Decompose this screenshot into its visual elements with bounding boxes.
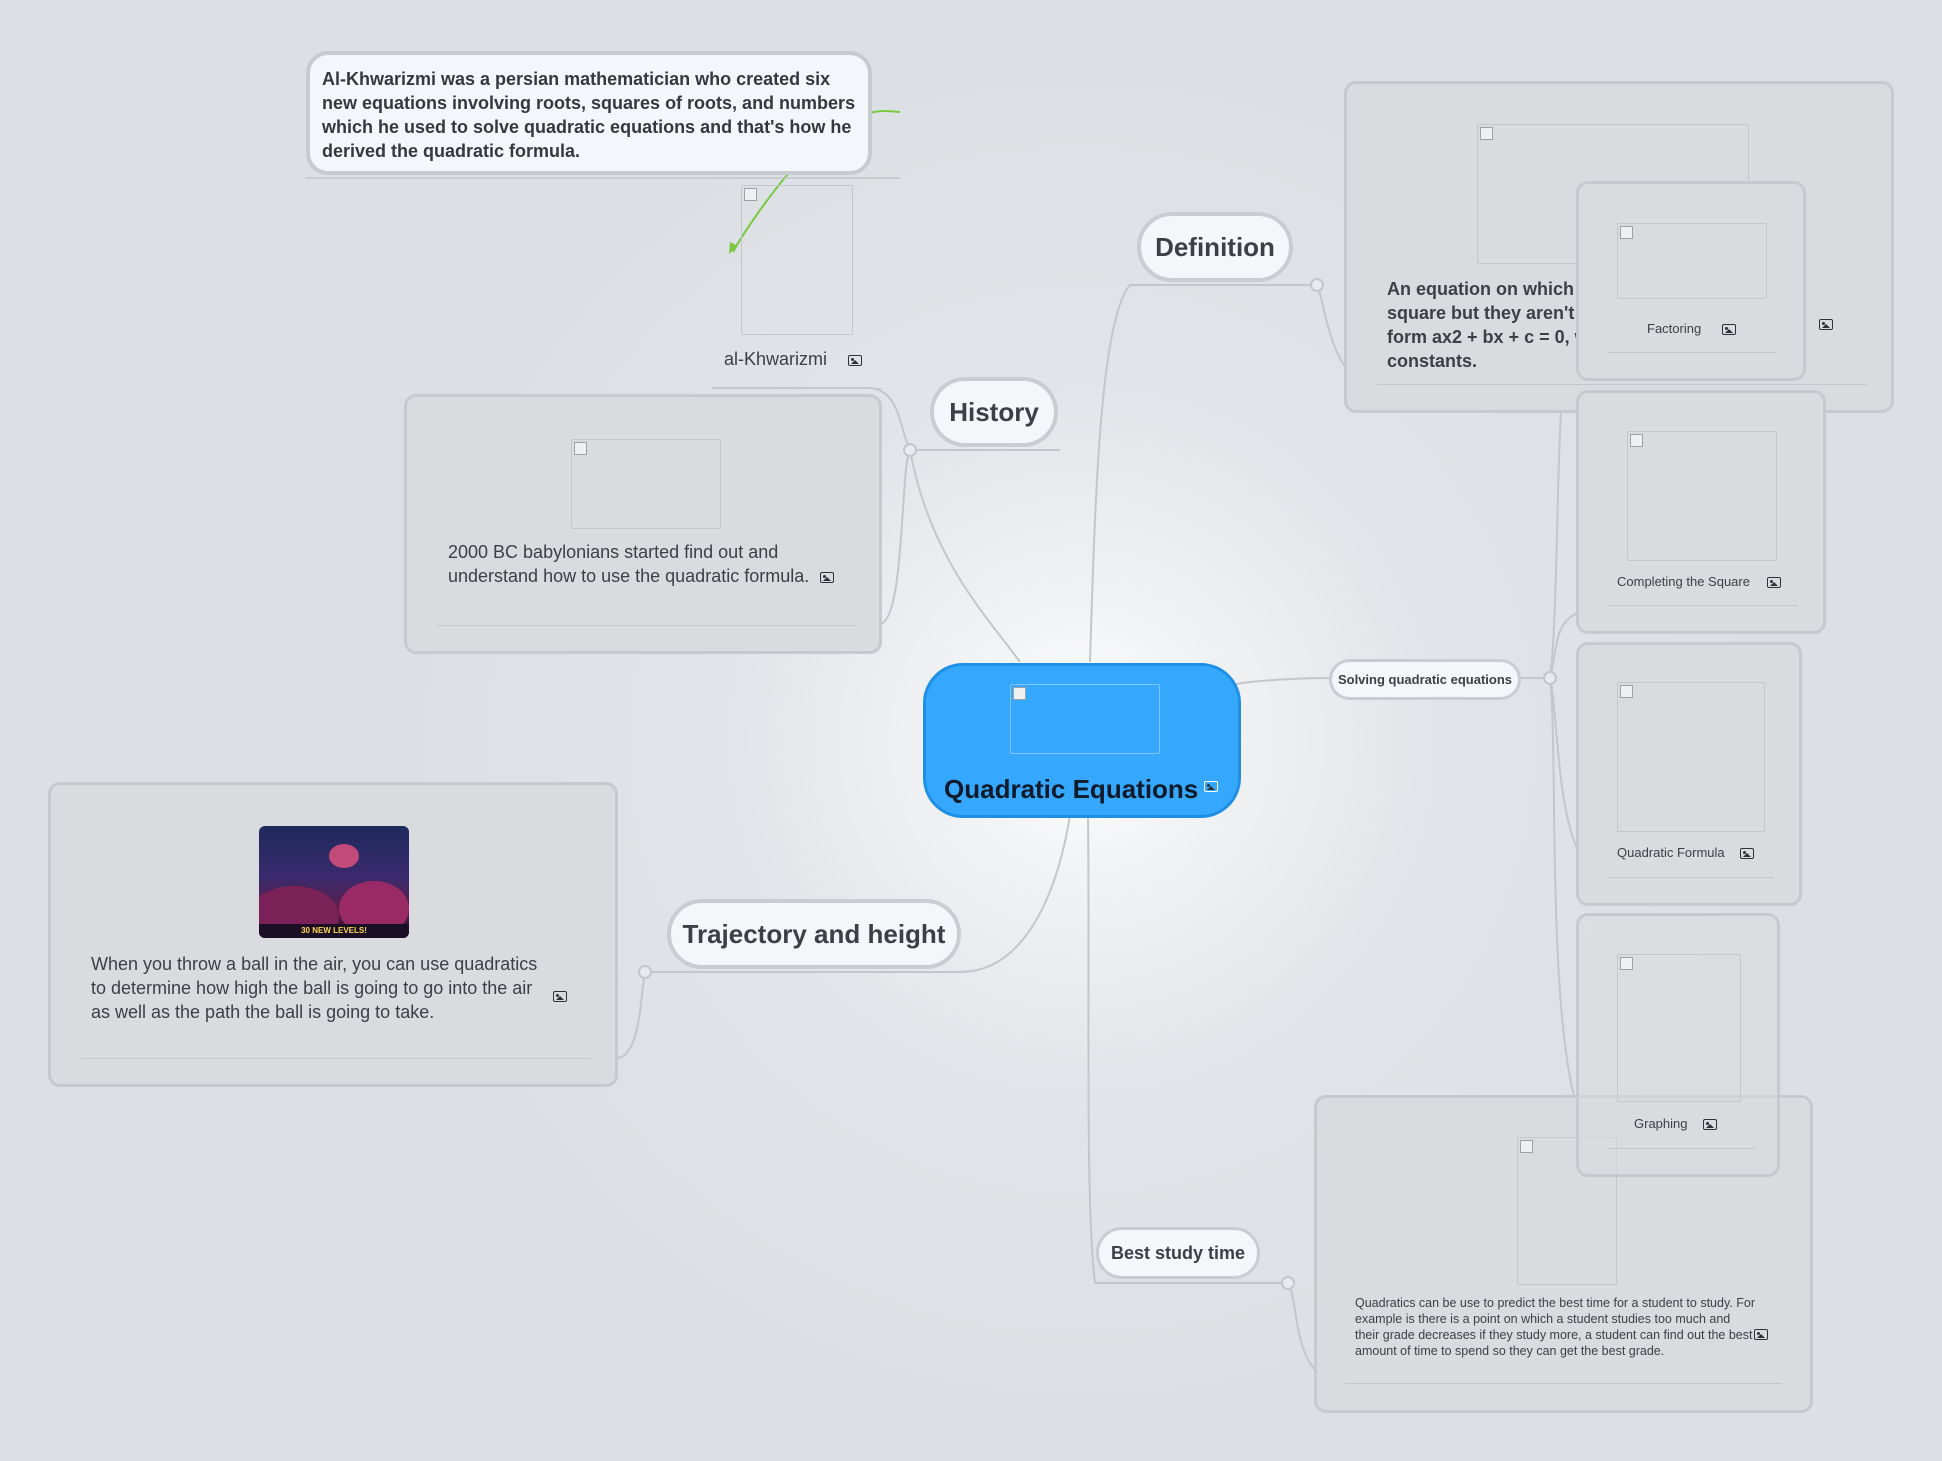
topic-solving[interactable]: Solving quadratic equations: [1329, 659, 1521, 700]
underline: [1607, 605, 1797, 606]
trajectory-text: When you throw a ball in the air, you ca…: [91, 954, 538, 1022]
topic-history[interactable]: History: [930, 377, 1058, 447]
topic-trajectory[interactable]: Trajectory and height: [667, 899, 961, 969]
method-label: Graphing: [1634, 1116, 1688, 1131]
image-icon: [1767, 577, 1781, 588]
underline: [1607, 1148, 1755, 1149]
central-topic-label: Quadratic Equations: [944, 774, 1199, 804]
game-screenshot-image: 30 NEW LEVELS!: [259, 826, 409, 938]
trajectory-card[interactable]: 30 NEW LEVELS! When you throw a ball in …: [48, 782, 618, 1087]
study-text: Quadratics can be use to predict the bes…: [1355, 1296, 1755, 1358]
image-icon: [1722, 324, 1736, 335]
topic-definition-label: Definition: [1155, 231, 1275, 262]
image-icon: [1204, 781, 1218, 792]
underline: [81, 1058, 591, 1059]
topic-trajectory-label: Trajectory and height: [682, 918, 946, 949]
topic-history-label: History: [949, 396, 1039, 427]
khwarizmi-image-placeholder: [741, 185, 853, 335]
quadratic-formula-image-placeholder: [1617, 682, 1765, 832]
completing-square-image-placeholder: [1627, 431, 1777, 561]
game-banner: 30 NEW LEVELS!: [259, 924, 409, 938]
method-label: Factoring: [1647, 321, 1702, 336]
method-label: Quadratic Formula: [1617, 845, 1725, 860]
underline: [712, 388, 882, 389]
callout-text: Al-Khwarizmi was a persian mathematician…: [322, 69, 856, 161]
khwarizmi-callout[interactable]: Al-Khwarizmi was a persian mathematician…: [306, 51, 872, 175]
topic-solving-label: Solving quadratic equations: [1337, 672, 1513, 687]
study-image-placeholder: [1517, 1137, 1617, 1285]
method-card-graphing[interactable]: Graphing: [1576, 913, 1780, 1177]
topic-best-study-time[interactable]: Best study time: [1096, 1227, 1260, 1279]
central-image-placeholder: [1010, 684, 1160, 754]
underline: [1607, 877, 1773, 878]
underline: [1607, 352, 1777, 353]
factoring-image-placeholder: [1617, 223, 1767, 299]
image-icon: [1740, 848, 1754, 859]
babylon-text: 2000 BC babylonians started find out and…: [448, 542, 810, 586]
topic-study-label: Best study time: [1110, 1242, 1246, 1263]
image-icon: [1754, 1329, 1768, 1340]
image-icon: [553, 991, 567, 1002]
central-topic[interactable]: Quadratic Equations: [923, 663, 1241, 818]
underline: [437, 625, 855, 626]
khwarizmi-label[interactable]: al-Khwarizmi: [724, 349, 828, 369]
image-icon: [820, 572, 834, 583]
image-icon: [848, 355, 862, 366]
graphing-image-placeholder: [1617, 954, 1741, 1102]
babylon-card[interactable]: 2000 BC babylonians started find out and…: [404, 394, 882, 654]
method-card-completing-square[interactable]: Completing the Square: [1576, 390, 1826, 634]
method-card-quadratic-formula[interactable]: Quadratic Formula: [1576, 642, 1802, 906]
underline: [1345, 1383, 1782, 1384]
underline: [1377, 384, 1867, 385]
babylon-image-placeholder: [571, 439, 721, 529]
image-icon: [1819, 319, 1833, 330]
topic-definition[interactable]: Definition: [1137, 212, 1293, 282]
method-card-factoring[interactable]: Factoring: [1576, 181, 1806, 381]
method-label: Completing the Square: [1617, 574, 1750, 589]
image-icon: [1703, 1119, 1717, 1130]
